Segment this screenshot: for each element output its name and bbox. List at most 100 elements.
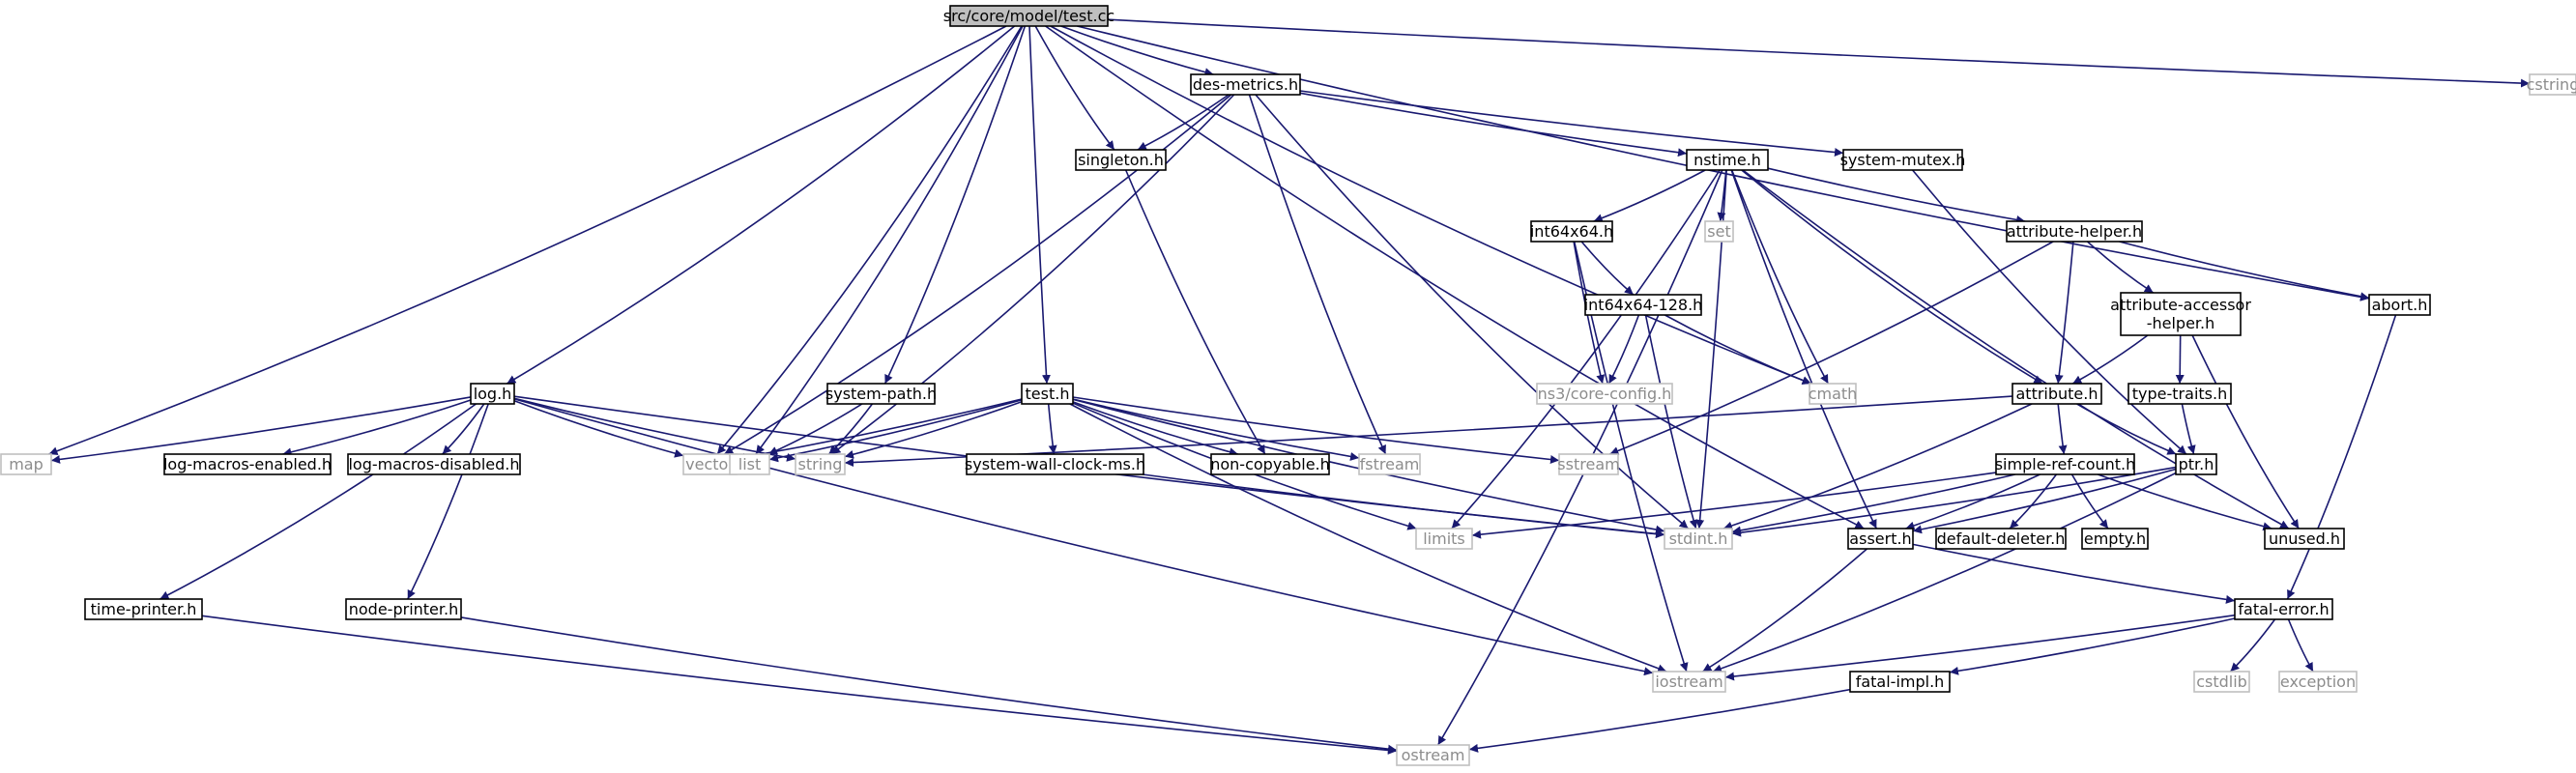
node-log[interactable]: log.h [470, 383, 515, 405]
node-fatal-impl[interactable]: fatal-impl.h [1849, 671, 1951, 693]
node-simple-ref[interactable]: simple-ref-count.h [1995, 453, 2136, 475]
edge-system_mutex-to-ptr [1911, 169, 2187, 455]
node-box [1536, 383, 1673, 405]
node-label: set [1707, 222, 1730, 241]
edge-attr_accessor-to-unused [2191, 334, 2300, 530]
node-empty[interactable]: empty.h [2081, 528, 2149, 550]
edge-wallclock-to-stdint [1143, 473, 1665, 539]
node-nstime[interactable]: nstime.h [1686, 149, 1769, 171]
node-box [163, 453, 332, 475]
node-system-path[interactable]: system-path.h [825, 383, 937, 405]
node-box [1396, 744, 1470, 766]
node-noncopyable[interactable]: non-copyable.h [1210, 453, 1330, 475]
node-box [470, 383, 515, 405]
edge-des_metrics-to-vector [723, 94, 1232, 455]
edge-test_cc-to-test_h [1028, 25, 1051, 385]
node-box [1075, 149, 1167, 171]
node-unused[interactable]: unused.h [2264, 528, 2345, 550]
edge-int64x64_128-to-stdint [1644, 314, 1698, 530]
edge-ptr-to-stdint [1731, 466, 2177, 537]
node-log-enabled[interactable]: log-macros-enabled.h [163, 453, 332, 475]
node-label: empty.h [2084, 530, 2146, 548]
node-label: attribute-accessor-helper.h [2110, 296, 2251, 332]
node-test-h[interactable]: test.h [1021, 383, 1074, 405]
edge-des_metrics-to-singleton [1137, 94, 1230, 151]
node-label: stdint.h [1669, 530, 1728, 548]
edge-log-to-log_disabled [442, 403, 485, 455]
edge-des_metrics-to-system_mutex [1299, 90, 1844, 157]
node-label: cmath [1809, 385, 1858, 403]
edge-simple_ref-to-limits [1471, 472, 1997, 539]
node-box [1664, 528, 1733, 550]
edge-test_cc-to-map [48, 25, 1007, 456]
node-attribute[interactable]: attribute.h [2012, 383, 2102, 405]
edge-test_cc-to-des_metrics [1060, 25, 1214, 77]
node-core-config: ns3/core-config.h [1536, 383, 1673, 405]
edge-simple_ref-to-stdint [1731, 473, 2015, 535]
edge-simple_ref-to-empty [2070, 473, 2109, 530]
edge-attribute_helper-to-attribute [2054, 241, 2074, 385]
node-box [1809, 383, 1857, 405]
node-label: ns3/core-config.h [1538, 385, 1672, 403]
node-log-disabled[interactable]: log-macros-disabled.h [347, 453, 521, 475]
edge-fatal_error-to-iostream [1724, 614, 2236, 681]
node-box [826, 383, 936, 405]
node-box [1210, 453, 1330, 475]
node-assert[interactable]: assert.h [1847, 528, 1914, 550]
edge-attr_accessor-to-attribute [2071, 334, 2149, 385]
node-label: int64x64-128.h [1584, 296, 1703, 314]
node-singleton[interactable]: singleton.h [1075, 149, 1167, 171]
node-abort[interactable]: abort.h [2368, 294, 2431, 316]
edge-attribute_helper-to-sstream [1609, 241, 2054, 455]
edge-test_h-to-wallclock [1047, 403, 1057, 455]
node-int64x64[interactable]: int64x64.h [1530, 220, 1613, 243]
node-box [1935, 528, 2067, 550]
edge-test_h-to-list [768, 399, 1023, 463]
node-exception: exception [2278, 671, 2358, 693]
node-box [2120, 292, 2242, 336]
node-attribute-helper[interactable]: attribute-helper.h [2006, 220, 2143, 243]
edge-des_metrics-to-string [830, 94, 1235, 455]
node-label: node-printer.h [349, 600, 458, 618]
node-int64x64-128[interactable]: int64x64-128.h [1584, 294, 1703, 316]
node-node-printer[interactable]: node-printer.h [345, 598, 462, 620]
node-box [1584, 294, 1702, 316]
edge-nstime-to-attribute_helper [1767, 167, 2026, 224]
node-box [2006, 220, 2143, 243]
edge-log-to-vector [513, 400, 684, 458]
edge-int64x64-to-int64x64_128 [1580, 241, 1635, 296]
edge-nstime-to-int64x64 [1593, 169, 1706, 222]
edge-test_h-to-noncopyable [1072, 401, 1239, 457]
node-system-mutex[interactable]: system-mutex.h [1840, 149, 1966, 171]
node-type-traits[interactable]: type-traits.h [2127, 383, 2232, 405]
node-map: map [0, 453, 52, 475]
node-box [2081, 528, 2149, 550]
node-ptr[interactable]: ptr.h [2175, 453, 2217, 475]
node-label: attribute-helper.h [2007, 222, 2142, 241]
node-test-cc[interactable]: src/core/model/test.cc [943, 5, 1114, 27]
node-label: time-printer.h [91, 600, 197, 618]
node-label: system-path.h [825, 385, 937, 403]
edge-fatal_impl-to-ostream [1468, 688, 1851, 753]
edge-fatal_error-to-exception [2287, 618, 2314, 673]
edge-test_cc-to-abort [1077, 25, 2370, 301]
edge-abort-to-fatal_error [2286, 314, 2397, 600]
node-fatal-error[interactable]: fatal-error.h [2234, 598, 2333, 620]
node-ostream: ostream [1396, 744, 1470, 766]
node-wallclock[interactable]: system-wall-clock-ms.h [965, 453, 1145, 475]
node-default-deleter[interactable]: default-deleter.h [1935, 528, 2067, 550]
node-box [1652, 671, 1726, 693]
node-des-metrics[interactable]: des-metrics.h [1190, 73, 1301, 96]
node-box [1842, 149, 1963, 171]
node-label: nstime.h [1693, 151, 1761, 169]
node-attr-accessor[interactable]: attribute-accessor-helper.h [2110, 292, 2251, 336]
edge-nstime-to-limits [1451, 169, 1721, 530]
node-label: abort.h [2372, 296, 2428, 314]
node-box [1995, 453, 2135, 475]
node-time-printer[interactable]: time-printer.h [84, 598, 203, 620]
node-label: test.h [1026, 385, 1070, 403]
edge-int64x64_128-to-cmath [1664, 314, 1811, 385]
edge-test_cc-to-cstring [1107, 18, 2531, 88]
node-label: fatal-error.h [2238, 600, 2329, 618]
edge-node_printer-to-ostream [460, 616, 1398, 754]
